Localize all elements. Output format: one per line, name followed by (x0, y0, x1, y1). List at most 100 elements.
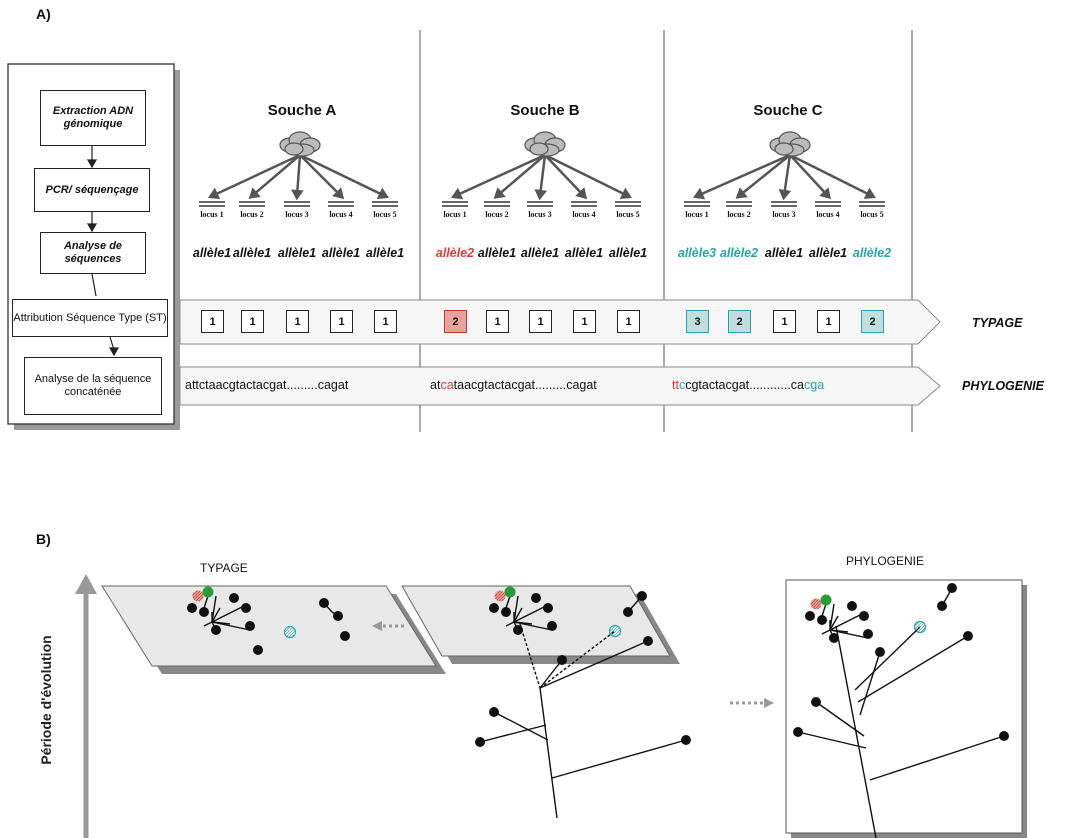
locus-bar (571, 201, 597, 203)
locus-label: locus 1 (685, 210, 709, 219)
locus-arrowhead (493, 187, 506, 199)
allele-label: allèle1 (277, 246, 317, 260)
genome-cloud-1 (524, 131, 566, 157)
step-pcr: PCR/ séquençage (34, 168, 150, 212)
node (475, 737, 485, 747)
strain-c-title: Souche C (753, 102, 823, 119)
locus-label: locus 3 (528, 210, 552, 219)
node (245, 621, 255, 631)
locus-bar (442, 205, 468, 207)
locus-label: locus 2 (727, 210, 751, 219)
locus-arrow (251, 154, 301, 197)
node (557, 655, 567, 665)
locus-arrow (454, 153, 546, 198)
locus-label: locus 2 (485, 210, 509, 219)
locus-label: locus 2 (240, 210, 264, 219)
node (241, 603, 251, 613)
st-box: 1 (241, 310, 264, 333)
locus-label: locus 4 (329, 210, 353, 219)
allele-label: allèle1 (477, 246, 517, 260)
node-strain-b (192, 590, 204, 602)
panel-b-label: B) (36, 531, 51, 547)
step-analyse-sequences: Analyse de séquences (40, 232, 146, 274)
genome-cloud-2 (769, 131, 811, 157)
tree-branch (493, 711, 549, 741)
st-box: 1 (529, 310, 552, 333)
allele-label: allèle1 (608, 246, 648, 260)
locus-arrow (782, 154, 792, 197)
tree-branch (539, 640, 649, 689)
st-box: 2 (861, 310, 884, 333)
tree-branch (551, 739, 687, 779)
locus-label: locus 5 (616, 210, 640, 219)
node-strain-c (283, 625, 297, 639)
step-extraction: Extraction ADN génomique (40, 90, 146, 146)
locus-arrow (696, 153, 791, 198)
locus-arrowhead (450, 187, 464, 200)
tree-branch (829, 615, 839, 631)
node (199, 607, 209, 617)
locus-arrow (544, 153, 629, 198)
locus-bar (328, 201, 354, 203)
locus-bar (859, 201, 885, 203)
node (501, 607, 511, 617)
typage-row-tag: TYPAGE (972, 316, 1023, 330)
tree-branch (539, 659, 563, 689)
node (937, 601, 947, 611)
node (489, 707, 499, 717)
sequence-b: atcataacgtactacgat.........cagat (430, 378, 597, 392)
panel-a-label: A) (36, 6, 51, 22)
tree-branch (211, 605, 245, 623)
tree-branch (821, 629, 831, 635)
locus-arrow (538, 154, 547, 197)
tree-branch (505, 621, 515, 627)
panel-b-graphics (75, 574, 1027, 838)
locus-label: locus 3 (772, 210, 796, 219)
sequence-a: attctaacgtactacgat.........cagat (185, 378, 349, 392)
tree-branch (854, 626, 921, 691)
node (947, 583, 957, 593)
typage-plane-title: TYPAGE (200, 561, 248, 575)
node (999, 731, 1009, 741)
allele-label: allèle1 (520, 246, 560, 260)
locus-bar (442, 201, 468, 203)
node (489, 603, 499, 613)
node-strain-a (820, 594, 832, 606)
locus-arrowhead (534, 189, 548, 201)
node (253, 645, 263, 655)
locus-label: locus 5 (373, 210, 397, 219)
allele-label: allèle2 (852, 246, 892, 260)
node (229, 593, 239, 603)
locus-arrowhead (619, 187, 632, 199)
step-concatenated: Analyse de la séquence concaténée (24, 357, 162, 415)
allele-label: allèle2 (719, 246, 759, 260)
locus-bar (527, 201, 553, 203)
locus-arrowhead (692, 187, 706, 200)
locus-bar (284, 201, 310, 203)
strain-b-title: Souche B (510, 102, 580, 119)
node (340, 631, 350, 641)
locus-arrowhead (778, 189, 792, 201)
node (859, 611, 869, 621)
locus-bar (615, 205, 641, 207)
node (531, 593, 541, 603)
trees (187, 583, 1009, 838)
locus-arrow (299, 154, 342, 197)
allele-label: allèle3 (677, 246, 717, 260)
locus-bar (684, 201, 710, 203)
node-strain-b (494, 590, 506, 602)
locus-bar (284, 205, 310, 207)
phylogenie-box-title: PHYLOGENIE (846, 554, 925, 568)
st-box: 1 (817, 310, 840, 333)
node (547, 621, 557, 631)
node (811, 697, 821, 707)
locus-bar (239, 201, 265, 203)
node (637, 591, 647, 601)
locus-label: locus 1 (200, 210, 224, 219)
node (513, 625, 523, 635)
st-box: 1 (573, 310, 596, 333)
locus-bar (726, 205, 752, 207)
locus-arrow (789, 153, 873, 198)
locus-bar (239, 205, 265, 207)
locus-arrowhead (819, 187, 832, 200)
